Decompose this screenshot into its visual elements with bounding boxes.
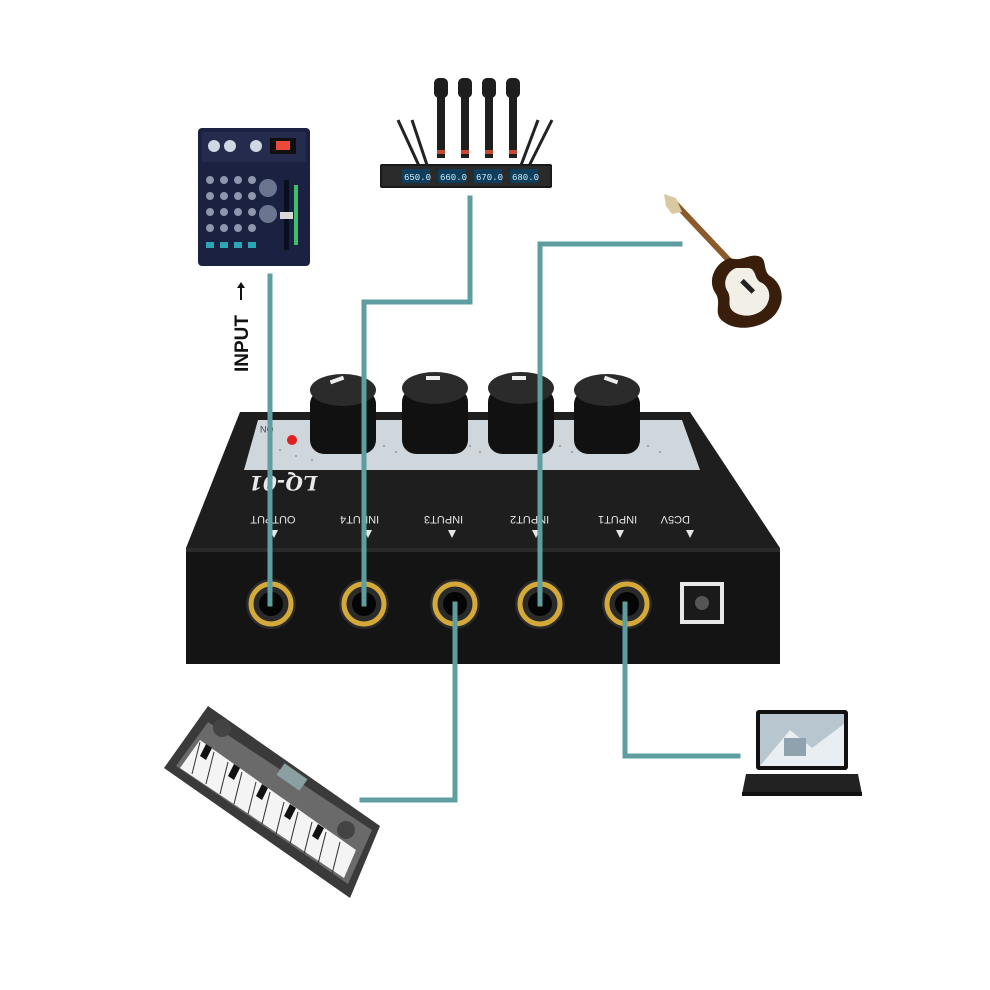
power-led — [287, 435, 297, 445]
guitar-icon — [664, 194, 782, 328]
mixer-icon — [198, 128, 310, 266]
port-label-input4: INPUT4 — [340, 513, 379, 525]
volume-knob-4[interactable] — [310, 374, 376, 454]
port-label-dc5v: DC5V — [660, 513, 690, 525]
port-label-input1: INPUT1 — [598, 513, 637, 525]
cable-laptop-input1 — [622, 601, 741, 759]
laptop-icon — [742, 710, 862, 796]
volume-knob-3[interactable] — [402, 372, 468, 454]
port-label-input2: INPUT2 — [510, 513, 549, 525]
receiver-display-3: 670.0 — [476, 173, 503, 183]
cable-mic-input4 — [361, 195, 473, 607]
port-label-input3: INPUT3 — [424, 513, 463, 525]
volume-knob-1[interactable] — [574, 374, 640, 454]
cable-guitar-input2 — [537, 241, 683, 607]
cable-keyboard-input3 — [359, 601, 458, 803]
power-label: ON — [260, 424, 274, 434]
port-label-output: OUTPUT — [250, 513, 296, 525]
model-label: LQ-01 — [249, 471, 318, 495]
receiver-display-1: 650.0 — [404, 173, 431, 183]
receiver-display-4: 680.0 — [512, 173, 539, 183]
dc-power-jack[interactable] — [680, 582, 724, 624]
volume-knob-2[interactable] — [488, 372, 554, 454]
receiver-display-2: 660.0 — [440, 173, 467, 183]
input-direction-label: INPUT — [232, 315, 253, 372]
arrow-right-icon — [237, 282, 245, 300]
wireless-mic-icon — [380, 78, 554, 188]
keyboard-icon — [164, 706, 380, 898]
